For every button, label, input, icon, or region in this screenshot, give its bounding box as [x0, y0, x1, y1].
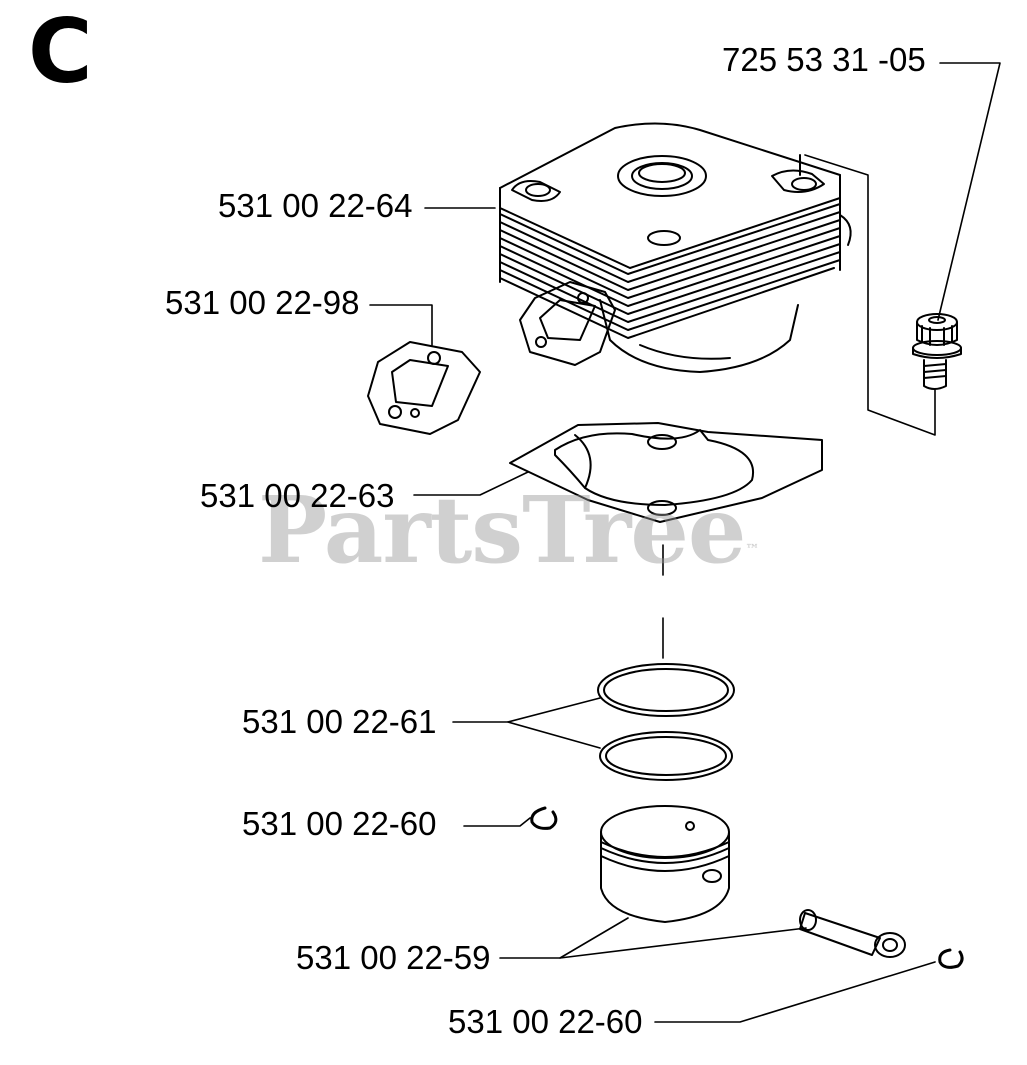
label-piston-rings[interactable]: 531 00 22-61 — [242, 703, 437, 740]
intake-gasket-drawing — [368, 342, 480, 434]
label-screw[interactable]: 725 53 31 -05 — [722, 41, 926, 78]
cylinder-gasket-drawing — [510, 423, 822, 522]
label-cylinder[interactable]: 531 00 22-64 — [218, 187, 413, 224]
retainer-left-drawing — [532, 808, 556, 828]
label-retainer-right[interactable]: 531 00 22-60 — [448, 1003, 643, 1040]
retainer-right-drawing — [940, 950, 962, 967]
label-retainer-left[interactable]: 531 00 22-60 — [242, 805, 437, 842]
label-piston-and-pin[interactable]: 531 00 22-59 — [296, 939, 491, 976]
label-intake-gasket[interactable]: 531 00 22-98 — [165, 284, 360, 321]
watermark-text: PartsTree — [258, 476, 746, 584]
cylinder-drawing — [500, 123, 851, 372]
watermark-trademark: ™ — [745, 542, 759, 558]
section-letter: C — [28, 0, 93, 103]
piston-rings-drawing — [598, 664, 734, 780]
watermark: PartsTree™ — [258, 480, 759, 580]
screw-drawing — [913, 314, 961, 389]
label-cylinder-gasket[interactable]: 531 00 22-63 — [200, 477, 395, 514]
piston-drawing — [601, 806, 729, 922]
piston-pin-drawing — [800, 910, 905, 957]
leader-lines — [370, 63, 1000, 1022]
